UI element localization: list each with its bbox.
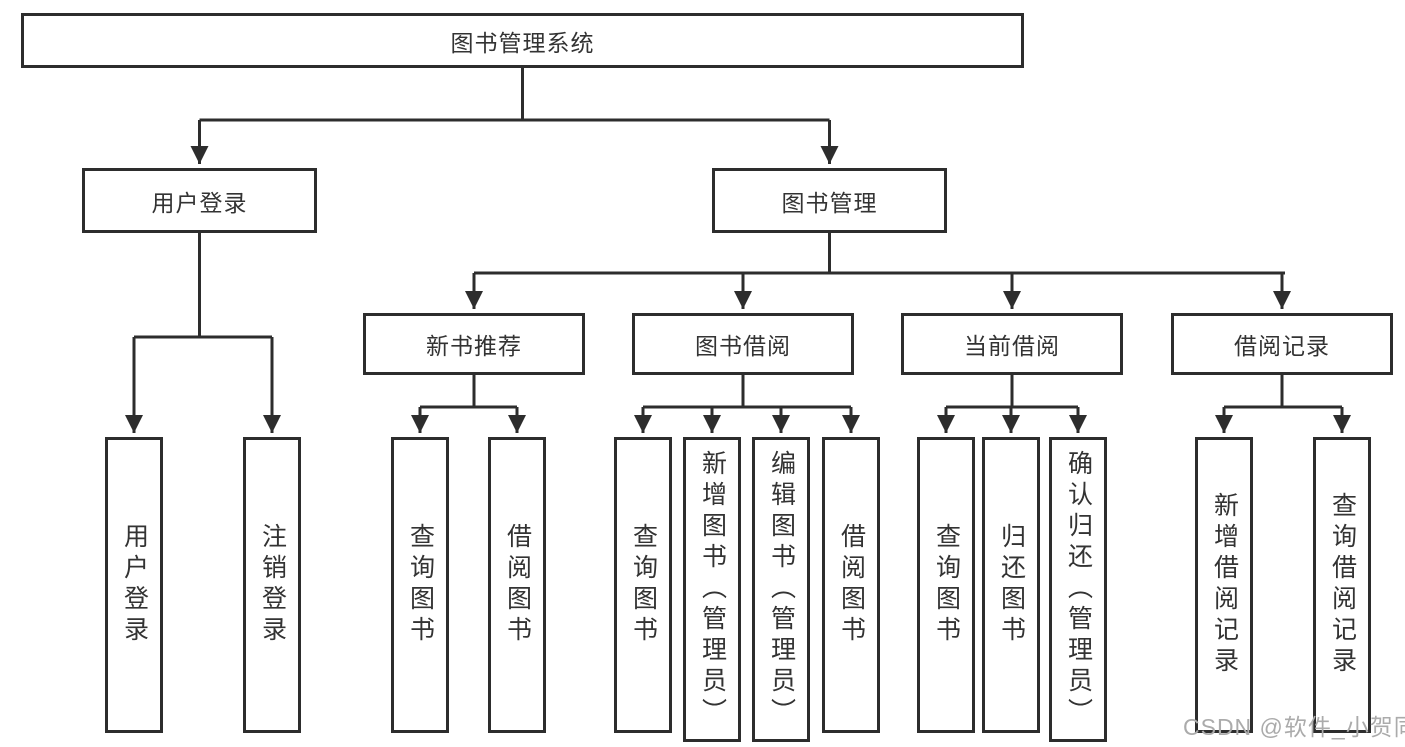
- leaf-query-book-1: 查询图书: [391, 437, 449, 733]
- node-user-login: 用户登录: [82, 168, 317, 233]
- node-current-borrow: 当前借阅: [901, 313, 1123, 375]
- leaf-query-book-3: 查询图书: [917, 437, 975, 733]
- leaf-logout: 注销登录: [243, 437, 301, 733]
- leaf-query-book-2: 查询图书: [614, 437, 672, 733]
- leaf-query-borrow-record: 查询借阅记录: [1313, 437, 1371, 733]
- trunk-borrow-record: [1224, 375, 1342, 409]
- leaf-add-borrow-record: 新增借阅记录: [1195, 437, 1253, 733]
- trunk-book-borrow: [643, 375, 851, 409]
- leaf-add-book-admin: 新增图书（管理员）: [683, 437, 741, 742]
- node-book-borrow: 图书借阅: [632, 313, 854, 375]
- trunk-current-borrow: [946, 375, 1078, 409]
- leaf-edit-book-admin: 编辑图书（管理员）: [752, 437, 810, 742]
- leaf-confirm-return-admin: 确认归还（管理员）: [1049, 437, 1107, 742]
- node-new-book-recommend: 新书推荐: [363, 313, 585, 375]
- leaf-return-book: 归还图书: [982, 437, 1040, 733]
- node-book-management: 图书管理: [712, 168, 947, 233]
- node-borrow-record: 借阅记录: [1171, 313, 1393, 375]
- leaf-user-login: 用户登录: [105, 437, 163, 733]
- csdn-watermark: CSDN @软件_小贺同学: [1183, 714, 1405, 740]
- node-root-title: 图书管理系统: [21, 13, 1024, 68]
- leaf-borrow-book-1: 借阅图书: [488, 437, 546, 733]
- leaf-borrow-book-2: 借阅图书: [822, 437, 880, 733]
- trunk-new-book: [420, 375, 517, 409]
